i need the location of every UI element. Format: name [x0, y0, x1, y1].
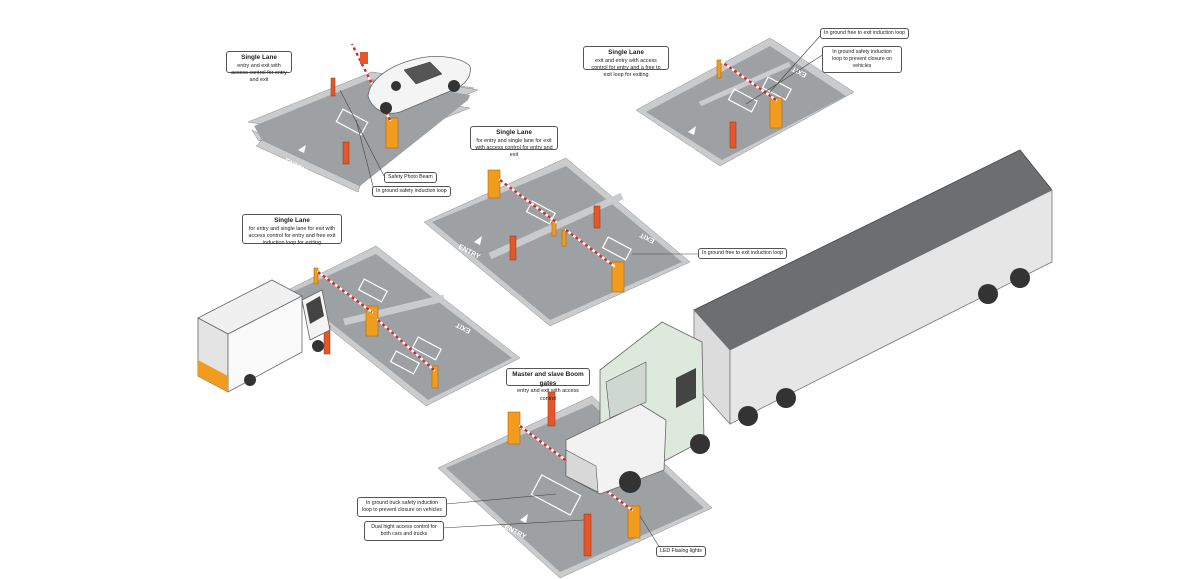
- callout-lane-1-body: entry and exit with access control for e…: [231, 62, 287, 84]
- label-safety-loop-top: In ground safety induction loop to preve…: [822, 46, 902, 74]
- card-reader-4b: [313, 267, 319, 285]
- lane-4-road: [283, 245, 521, 407]
- safety-loop-top: [727, 88, 758, 113]
- card-reader-5a: [547, 391, 556, 427]
- truck-safety-loop: [530, 474, 582, 516]
- callout-lane-3-body: for entry and single lane for exit with …: [475, 137, 553, 159]
- callout-lane-3-title: Single Lane: [496, 129, 532, 136]
- label-led-lights: LED Flasing lights: [656, 546, 706, 558]
- card-reader-1b: [330, 77, 336, 97]
- callout-lane-1-title: Single Lane: [241, 54, 277, 61]
- boom-arm-2: [721, 61, 777, 101]
- lane-4-loop-b: [411, 336, 442, 361]
- safety-loop-car: [335, 108, 369, 136]
- label-photo-beam: Safety Photo Beam: [384, 172, 437, 184]
- label-truck-safety-loop: In ground truck safety induction loop to…: [357, 497, 447, 518]
- small-truck: [197, 279, 331, 393]
- callout-lane-4: Single Lane for entry and single lane fo…: [242, 214, 342, 246]
- truck-cab: [565, 321, 710, 495]
- callout-lane-2-body: exit and entry with access control for e…: [591, 57, 661, 79]
- boom-arm-3b: [565, 229, 615, 267]
- card-reader-3d: [561, 229, 567, 247]
- gate-cabinet-3a: [487, 169, 501, 199]
- callout-lane-1: Single Lane entry and exit with access c…: [226, 51, 292, 83]
- label-free-exit-loop-top: In ground free to exit induction loop: [820, 28, 910, 40]
- card-reader-3a: [509, 235, 517, 261]
- lane-4-loop-c: [389, 350, 420, 375]
- gate-cabinet-3b: [611, 261, 625, 293]
- card-reader-3b: [593, 205, 601, 229]
- callout-master-slave-title: Master and slave Boom gates: [512, 371, 584, 387]
- card-reader-5b: [583, 513, 592, 557]
- label-dual-height: Dual hight access control for both cars …: [364, 521, 444, 542]
- label-safety-loop-car: In ground safety induction loop: [372, 186, 451, 198]
- boom-arm-4a: [317, 271, 373, 313]
- free-exit-loop-mid: [601, 236, 632, 261]
- semi-trailer: [693, 149, 1053, 426]
- label-free-exit-loop-mid: In ground free to exit induction loop: [698, 248, 788, 260]
- callout-lane-2-title: Single Lane: [608, 49, 644, 56]
- boom-arm-4b: [377, 319, 435, 371]
- gate-cabinet-5b: [627, 505, 641, 539]
- callout-lane-4-title: Single Lane: [274, 217, 310, 224]
- card-reader-2b: [716, 59, 722, 79]
- callout-lane-3: Single Lane for entry and single lane fo…: [470, 126, 558, 158]
- callout-master-slave-body: entry and exit with access control: [517, 388, 579, 402]
- car: [360, 52, 471, 114]
- lane-4-loop-a: [357, 278, 388, 303]
- callout-master-slave: Master and slave Boom gates entry and ex…: [506, 368, 590, 402]
- callout-lane-4-body: for entry and single lane for exit with …: [248, 225, 336, 247]
- gate-cabinet-1: [385, 117, 399, 149]
- free-exit-loop-top: [761, 76, 792, 101]
- gate-cabinet-2: [769, 97, 783, 129]
- callout-lane-2: Single Lane exit and entry with access c…: [583, 46, 669, 78]
- boom-arm-5: [519, 425, 633, 511]
- gate-cabinet-4a: [365, 305, 379, 337]
- card-reader-2: [729, 121, 737, 149]
- gate-cabinet-4b: [431, 365, 439, 389]
- gate-cabinet-5a: [507, 411, 521, 445]
- card-reader-1: [342, 141, 350, 165]
